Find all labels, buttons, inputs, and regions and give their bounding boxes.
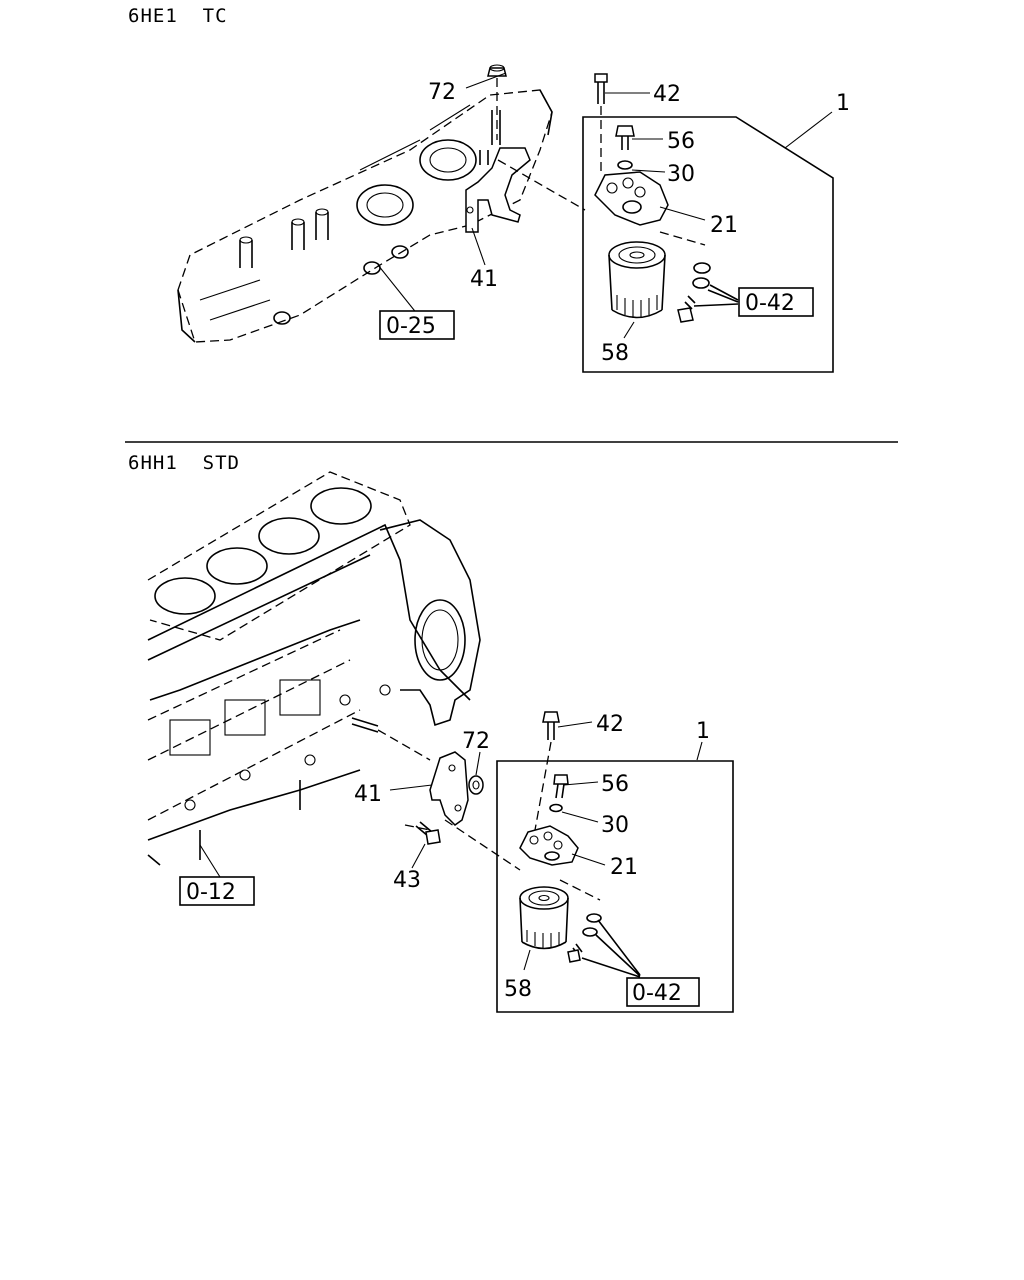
section-title-6he1-tc: 6HE1 TC <box>128 5 228 27</box>
bolt-42-bottom <box>534 711 560 831</box>
ref-box-0-42-top[interactable]: 0-42 <box>738 287 814 317</box>
callout-21-top: 21 <box>710 213 738 238</box>
callout-41-top: 41 <box>470 267 498 292</box>
ref-label-0-25: 0-25 <box>386 314 436 339</box>
washer-30-bottom <box>549 803 563 813</box>
oil-filter-58-top <box>608 241 666 319</box>
callout-30-top: 30 <box>667 162 695 187</box>
dashed-guide-bottom <box>377 729 601 901</box>
bracket-41-bottom <box>429 751 469 826</box>
filter-head-21-top <box>594 171 669 226</box>
ref-label-0-12: 0-12 <box>186 880 236 905</box>
washer-30-top <box>617 160 633 170</box>
filter-head-21-bottom <box>519 825 579 866</box>
callout-1-bottom: 1 <box>696 719 710 744</box>
callout-56-bottom: 56 <box>601 772 629 797</box>
callout-21-bottom: 21 <box>610 855 638 880</box>
ref-label-0-42-bottom: 0-42 <box>632 981 682 1006</box>
ref-box-0-25[interactable]: 0-25 <box>379 310 455 340</box>
assembly-box-top <box>582 116 834 373</box>
callout-30-bottom: 30 <box>601 813 629 838</box>
callout-56-top: 56 <box>667 129 695 154</box>
washers-bolt-0-42-bottom <box>567 913 641 978</box>
callout-58-bottom: 58 <box>504 977 532 1002</box>
nut-72-bottom <box>468 775 484 795</box>
callout-1-top: 1 <box>836 91 850 116</box>
bolt-42-top <box>594 73 608 175</box>
callout-43-bottom: 43 <box>393 868 421 893</box>
ref-label-0-42-top: 0-42 <box>745 291 795 316</box>
exhaust-manifold-drawing <box>177 89 553 343</box>
section-title-6hh1-std: 6HH1 STD <box>128 452 240 474</box>
callout-41-bottom: 41 <box>354 782 382 807</box>
callout-72-bottom: 72 <box>462 729 490 754</box>
leader-lines-bottom <box>199 721 703 971</box>
bolt-56-bottom <box>553 774 569 799</box>
assembly-box-bottom <box>496 760 734 1013</box>
bolt-43-bottom <box>404 821 441 845</box>
leader-lines-top <box>377 72 833 339</box>
bolt-56-top <box>615 125 635 150</box>
callout-42-top: 42 <box>653 82 681 107</box>
callout-58-top: 58 <box>601 341 629 366</box>
ref-box-0-42-bottom[interactable]: 0-42 <box>626 977 700 1007</box>
ref-box-0-12[interactable]: 0-12 <box>179 876 255 906</box>
nut-72-top <box>487 64 507 140</box>
washers-bolt-0-42-top <box>677 262 739 323</box>
callout-72-top: 72 <box>428 80 456 105</box>
cylinder-block-drawing <box>147 471 481 866</box>
oil-filter-58-bottom <box>519 886 569 950</box>
dashed-guide-top <box>497 159 706 246</box>
callout-42-bottom: 42 <box>596 712 624 737</box>
